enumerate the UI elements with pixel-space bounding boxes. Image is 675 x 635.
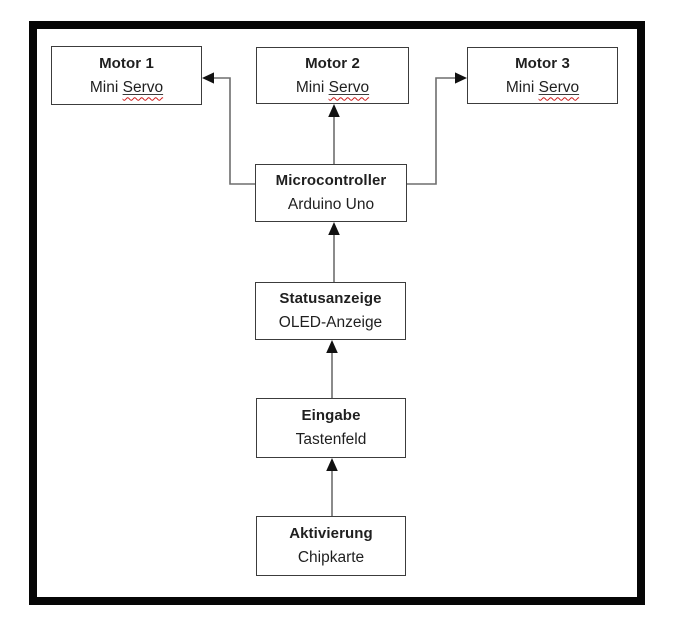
diagram-box-motor-2: Motor 2 Mini Servo <box>256 47 409 104</box>
spellcheck-marked-word: Servo <box>538 78 580 96</box>
box-title: Motor 2 <box>305 54 360 72</box>
box-title: Statusanzeige <box>279 290 382 307</box>
spellcheck-marked-word: Servo <box>328 78 370 96</box>
subtitle-text: Mini <box>295 78 329 96</box>
diagram-box-microcontroller: Microcontroller Arduino Uno <box>255 164 407 222</box>
spellcheck-marked-word: Servo <box>122 78 164 96</box>
box-subtitle: Mini Servo <box>52 76 201 100</box>
box-title: Motor 3 <box>515 54 570 72</box>
subtitle-text: Mini <box>505 78 539 96</box>
box-subtitle: Chipkarte <box>297 549 365 566</box>
box-subtitle: Mini Servo <box>468 76 617 100</box>
diagram-box-motor-1: Motor 1 Mini Servo <box>51 46 202 105</box>
box-title: Microcontroller <box>275 172 387 189</box>
box-subtitle: Mini Servo <box>257 76 408 100</box>
diagram-box-eingabe: Eingabe Tastenfeld <box>256 398 406 458</box>
box-title: Aktivierung <box>289 525 373 542</box>
box-subtitle: Tastenfeld <box>295 431 367 448</box>
diagram-box-aktivierung: Aktivierung Chipkarte <box>256 516 406 576</box>
diagram-box-statusanzeige: Statusanzeige OLED-Anzeige <box>255 282 406 340</box>
box-subtitle: OLED-Anzeige <box>278 314 383 331</box>
box-subtitle: Arduino Uno <box>287 196 375 213</box>
subtitle-text: Mini <box>89 78 123 96</box>
box-title: Motor 1 <box>99 54 154 72</box>
diagram-box-motor-3: Motor 3 Mini Servo <box>467 47 618 104</box>
box-title: Eingabe <box>301 407 361 424</box>
